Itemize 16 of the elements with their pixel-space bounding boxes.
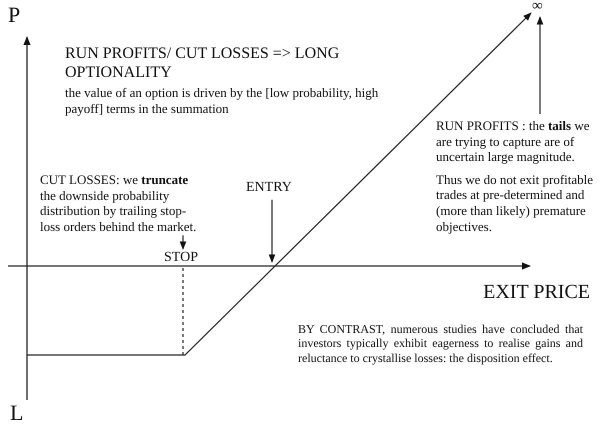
annotation-text: RUN PROFITS : the tails we are trying to capture are of uncertain large magnitude. bbox=[436, 118, 591, 165]
point-label: STOP bbox=[164, 250, 204, 267]
axis-label: EXIT PRICE bbox=[482, 280, 590, 304]
arrow bbox=[180, 235, 186, 250]
infinity-symbol: ∞ bbox=[532, 0, 548, 15]
heading: RUN PROFITS/ CUT LOSSES => LONG OPTIONALITY bbox=[65, 44, 340, 82]
point-label: ENTRY bbox=[246, 180, 298, 197]
arrow bbox=[268, 200, 276, 263]
arrow bbox=[536, 16, 544, 114]
payoff-line bbox=[27, 12, 532, 356]
note-text: BY CONTRAST, numerous studies have concluded that investors typically exhibit eagerness to realise gains and reluctance to crystallise losses: the disposition effect. bbox=[298, 322, 583, 366]
axis-label: P bbox=[8, 2, 22, 28]
note-text: the value of an option is driven by the [low probability, high payoff] terms in the summation bbox=[65, 85, 380, 116]
annotation-text: CUT LOSSES: we truncate the downside probability distribution by trailing stop-loss orders behind the market. bbox=[40, 172, 200, 234]
axis-label: L bbox=[10, 400, 24, 425]
annotation-text: Thus we do not exit profitable trades at pre-determined and (more than likely) premature objectives. bbox=[436, 172, 594, 234]
